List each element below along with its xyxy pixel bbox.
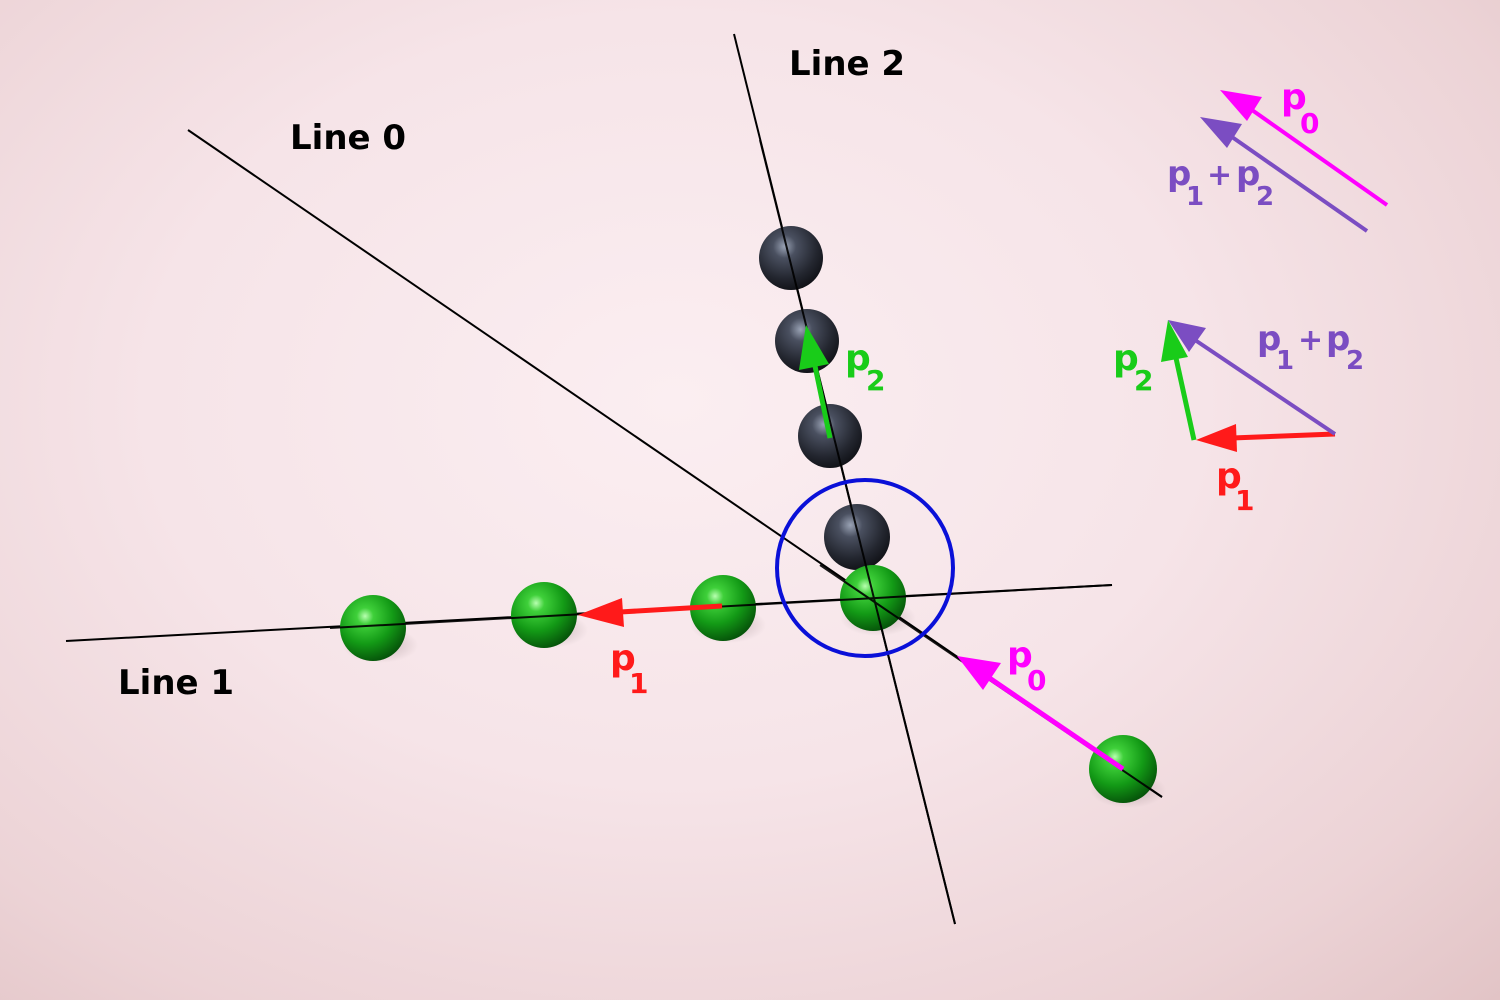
svg-text:2: 2	[866, 364, 885, 397]
svg-text:0: 0	[1027, 664, 1046, 697]
svg-text:1: 1	[1186, 182, 1204, 212]
svg-text:2: 2	[1346, 346, 1364, 376]
svg-text:+: +	[1298, 323, 1323, 358]
p2-arrow-shaft	[812, 365, 833, 439]
svg-text:+: +	[1207, 158, 1232, 193]
svg-text:p: p	[1167, 154, 1191, 194]
p1-arrow-head	[578, 598, 624, 627]
green-ball	[511, 582, 577, 648]
vector-triangle	[1161, 320, 1337, 452]
p0-arrow-head	[957, 656, 1001, 690]
dark-ball	[824, 504, 890, 570]
green-ball	[690, 575, 756, 641]
svg-text:p: p	[845, 338, 871, 379]
svg-text:p: p	[1113, 338, 1139, 379]
svg-text:p: p	[1281, 77, 1307, 118]
svg-text:1: 1	[1276, 346, 1294, 376]
svg-text:1: 1	[1235, 484, 1254, 517]
line-2-label: Line 2	[789, 44, 905, 84]
p1-arrow-shaft	[619, 603, 723, 615]
svg-text:p: p	[1007, 635, 1033, 676]
svg-text:2: 2	[1256, 182, 1274, 212]
p1-label: p 1	[610, 638, 648, 700]
dark-ball	[759, 226, 823, 290]
line-overlays	[329, 139, 1163, 925]
green-ball	[340, 595, 406, 661]
parallel-p0-label: p 0	[1281, 77, 1319, 140]
triangle-p1-label: p 1	[1216, 456, 1254, 517]
vector-parallel	[1200, 90, 1389, 233]
collision-circle	[775, 478, 955, 658]
svg-text:0: 0	[1300, 107, 1319, 140]
svg-text:p: p	[1326, 319, 1350, 359]
triangle-p2-label: p 2	[1113, 338, 1153, 397]
svg-text:2: 2	[1134, 364, 1153, 397]
photo-vectors	[578, 325, 1125, 772]
line-1-label: Line 1	[118, 663, 234, 703]
ball-shadows	[342, 600, 1166, 808]
svg-text:p: p	[1236, 154, 1260, 194]
p0-arrow-shaft	[983, 672, 1125, 772]
line-0-label: Line 0	[290, 118, 406, 158]
p0-label: p 0	[1007, 635, 1046, 697]
p2-label: p 2	[845, 338, 885, 397]
svg-text:p: p	[1216, 456, 1242, 497]
svg-text:p: p	[1257, 319, 1281, 359]
svg-text:1: 1	[629, 667, 648, 700]
svg-text:p: p	[610, 638, 636, 679]
parallel-sum-label: p 1 + p 2	[1167, 154, 1274, 212]
triangle-sum-label: p 1 + p 2	[1257, 319, 1364, 376]
reference-lines	[65, 33, 1163, 925]
p2-arrow-head	[799, 325, 829, 370]
